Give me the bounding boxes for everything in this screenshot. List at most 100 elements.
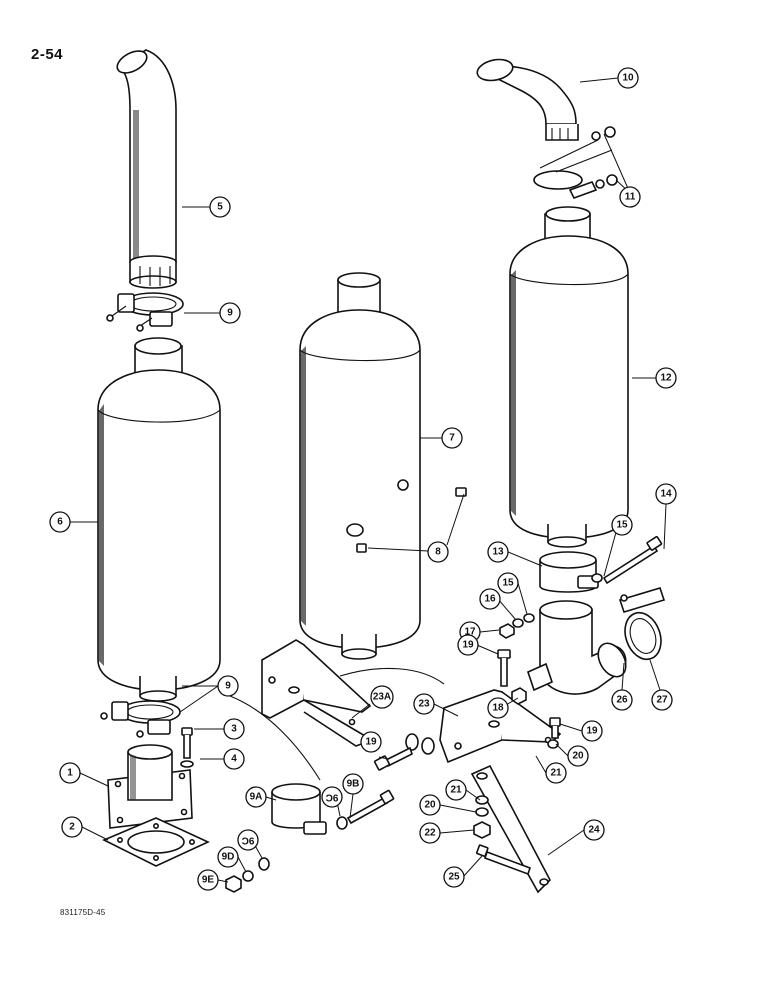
clamp-9-upper [106,292,184,332]
callout-9c-upper: 9C [321,786,343,808]
svg-text:9: 9 [227,308,233,319]
muffler-right [509,206,629,548]
svg-text:15: 15 [616,520,628,531]
support-strap-24 [470,764,551,894]
bolt-9b [346,789,395,825]
callout-18: 18 [487,697,509,719]
callout-21-right: 21 [545,762,567,784]
svg-text:26: 26 [616,695,628,706]
callout-12: 12 [655,367,677,389]
svg-text:21: 21 [450,785,462,796]
callout-10: 10 [617,67,639,89]
svg-text:6: 6 [57,517,63,528]
callout-26: 26 [611,689,633,711]
callout-15-left: 15 [497,572,519,594]
clamp-13 [539,551,599,593]
page-number: 2-54 [31,46,64,63]
callout-21-lower: 21 [445,779,467,801]
tee-elbow-26 [527,600,627,695]
nut-18 [511,687,527,705]
washer-9c [258,816,348,871]
callout-5: 5 [209,196,231,218]
svg-text:8: 8 [435,547,441,558]
svg-text:9B: 9B [347,779,360,790]
svg-text:20: 20 [424,800,436,811]
bolt-3 [181,727,193,759]
svg-text:11: 11 [625,192,636,203]
svg-text:9C: 9C [242,835,255,846]
muffler-middle [299,272,421,660]
svg-text:22: 22 [424,828,436,839]
callout-19-middle: 19 [360,731,382,753]
bracket-23a [261,639,374,747]
svg-text:3: 3 [231,724,237,735]
callout-15-right: 15 [611,514,633,536]
callout-20-right: 20 [567,745,589,767]
svg-text:19: 19 [462,640,474,651]
u-bolt-clamp-11 [533,126,618,199]
svg-text:9D: 9D [222,852,235,863]
callout-23: 23 [413,693,435,715]
callout-9e: 9E [197,869,219,891]
svg-text:2: 2 [69,822,75,833]
svg-text:19: 19 [365,737,377,748]
clamp-9-lower [100,700,181,738]
svg-text:24: 24 [588,825,600,836]
callout-7: 7 [441,427,463,449]
washer-9d [242,870,254,882]
rain-cap-elbow-10 [476,58,579,141]
callout-2: 2 [61,816,83,838]
svg-text:9E: 9E [202,875,215,886]
washer-16-nut-17 [499,618,524,639]
callout-25: 25 [443,866,465,888]
svg-text:7: 7 [449,433,455,444]
svg-text:9C: 9C [326,792,339,803]
svg-text:9: 9 [225,681,231,692]
callout-6: 6 [49,511,71,533]
callout-9b: 9B [342,773,364,795]
svg-text:13: 13 [492,547,504,558]
bolt-25 [476,844,532,876]
exhaust-hose-left [229,695,321,781]
callout-4: 4 [223,748,245,770]
callout-19-right: 19 [581,720,603,742]
svg-text:17: 17 [464,627,476,638]
callout-14: 14 [655,483,677,505]
nut-15 [523,573,603,623]
svg-text:14: 14 [660,489,672,500]
clamp-9a [271,783,327,835]
muffler-left [97,337,221,702]
callout-3: 3 [223,718,245,740]
svg-text:19: 19 [586,726,598,737]
callout-9d: 9D [217,846,239,868]
svg-text:1: 1 [67,768,73,779]
svg-text:23A: 23A [373,692,391,703]
exhaust-pipe-left [116,49,177,289]
svg-text:5: 5 [217,202,223,213]
callout-11: 11 [619,186,641,208]
exhaust-hose-right [339,667,445,685]
callout-1: 1 [59,762,81,784]
gasket-2 [102,817,210,867]
svg-text:20: 20 [572,751,584,762]
svg-text:25: 25 [448,872,460,883]
bracket-23 [439,689,562,764]
callout-19-upper: 19 [457,634,479,656]
callout-9-lower: 9 [217,675,239,697]
washer-4 [180,760,194,768]
adapter-flange-1 [107,744,193,829]
callout-16: 16 [479,588,501,610]
callout-9c-lower: 9C [237,829,259,851]
callout-23a: 23A [370,685,394,709]
figure-code: 831175D-45 [60,908,106,917]
callout-27: 27 [651,689,673,711]
svg-text:27: 27 [656,695,668,706]
clamp-27 [618,587,666,661]
svg-text:10: 10 [622,73,634,84]
svg-text:23: 23 [418,699,430,710]
svg-text:9A: 9A [250,792,263,803]
svg-text:15: 15 [502,578,514,589]
callout-22: 22 [419,822,441,844]
callout-24: 24 [583,819,605,841]
